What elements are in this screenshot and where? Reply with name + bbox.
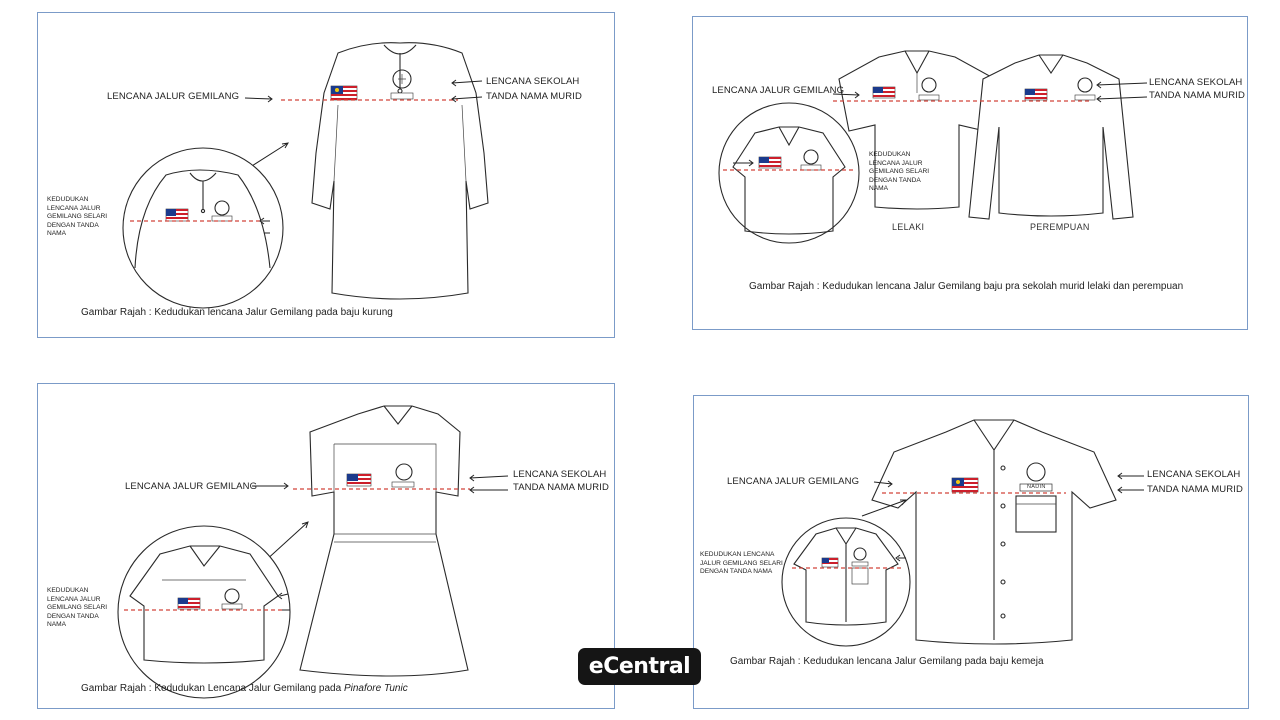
flag-icon — [1024, 88, 1048, 101]
flag-icon — [872, 86, 896, 99]
zoom-circle-pra-sekolah — [718, 102, 860, 244]
panel-baju-kemeja: LENCANA JALUR GEMILANG LENCANA SEKOLAH T… — [693, 395, 1249, 709]
baju-perempuan-outline — [968, 54, 1134, 220]
caption-pinafore: Gambar Rajah : Kedudukan Lencana Jalur G… — [81, 683, 408, 694]
caption-kemeja: Gambar Rajah : Kedudukan lencana Jalur G… — [730, 656, 1044, 667]
label-name-tag: TANDA NAMA MURID — [1147, 484, 1243, 495]
label-name-tag: TANDA NAMA MURID — [486, 91, 582, 102]
label-male: LELAKI — [892, 222, 925, 232]
label-school-badge: LENCANA SEKOLAH — [513, 469, 607, 480]
zoom-circle-pinafore — [117, 525, 291, 699]
pinafore-outline — [299, 405, 469, 677]
pinafore-illustration — [117, 405, 509, 699]
label-flag-badge: LENCANA JALUR GEMILANG — [727, 476, 860, 487]
flag-icon — [177, 597, 201, 610]
panel-pinafore: LENCANA JALUR GEMILANG LENCANA SEKOLAH T… — [37, 383, 615, 709]
ecentral-logo: eCentral — [578, 648, 701, 685]
label-school-badge: LENCANA SEKOLAH — [1147, 469, 1241, 480]
zoom-circle-kurung — [122, 147, 284, 309]
baju-kemeja-illustration — [781, 419, 1144, 647]
panel-pra-sekolah: LENCANA JALUR GEMILANG LENCANA SEKOLAH T… — [692, 16, 1248, 330]
caption-kurung: Gambar Rajah : Kedudukan lencana Jalur G… — [81, 307, 393, 318]
label-name-tag: TANDA NAMA MURID — [1149, 90, 1245, 101]
note-position: KEDUDUKAN LENCANA JALUR GEMILANG SELARI … — [47, 587, 108, 629]
pra-sekolah-illustration — [718, 50, 1148, 244]
note-position: KEDUDUKAN LENCANA JALUR GEMILANG SELARI … — [47, 196, 108, 238]
note-position: KEDUDUKAN LENCANA JALUR GEMILANG SELARI … — [700, 551, 783, 576]
flag-icon — [758, 156, 782, 169]
baju-kurung-illustration — [122, 42, 489, 309]
name-tag-icon — [390, 92, 414, 100]
label-school-badge: LENCANA SEKOLAH — [1149, 77, 1243, 88]
label-flag-badge: LENCANA JALUR GEMILANG — [125, 481, 258, 492]
flag-icon — [821, 557, 839, 568]
flag-icon — [165, 208, 189, 222]
flag-icon — [330, 85, 358, 101]
name-tag-sample: NADIN — [1027, 484, 1046, 490]
note-position: KEDUDUKAN LENCANA JALUR GEMILANG SELARI … — [869, 151, 930, 193]
label-female: PEREMPUAN — [1030, 222, 1090, 232]
flag-icon — [346, 473, 372, 487]
label-flag-badge: LENCANA JALUR GEMILANG — [712, 85, 845, 96]
caption-pra-sekolah: Gambar Rajah : Kedudukan lencana Jalur G… — [749, 281, 1184, 292]
flag-icon — [951, 477, 979, 493]
label-flag-badge: LENCANA JALUR GEMILANG — [107, 91, 240, 102]
label-school-badge: LENCANA SEKOLAH — [486, 76, 580, 87]
label-name-tag: TANDA NAMA MURID — [513, 482, 609, 493]
school-crest-icon — [392, 69, 412, 89]
panel-baju-kurung: LENCANA JALUR GEMILANG LENCANA SEKOLAH T… — [37, 12, 615, 338]
kurung-outline — [311, 42, 489, 300]
